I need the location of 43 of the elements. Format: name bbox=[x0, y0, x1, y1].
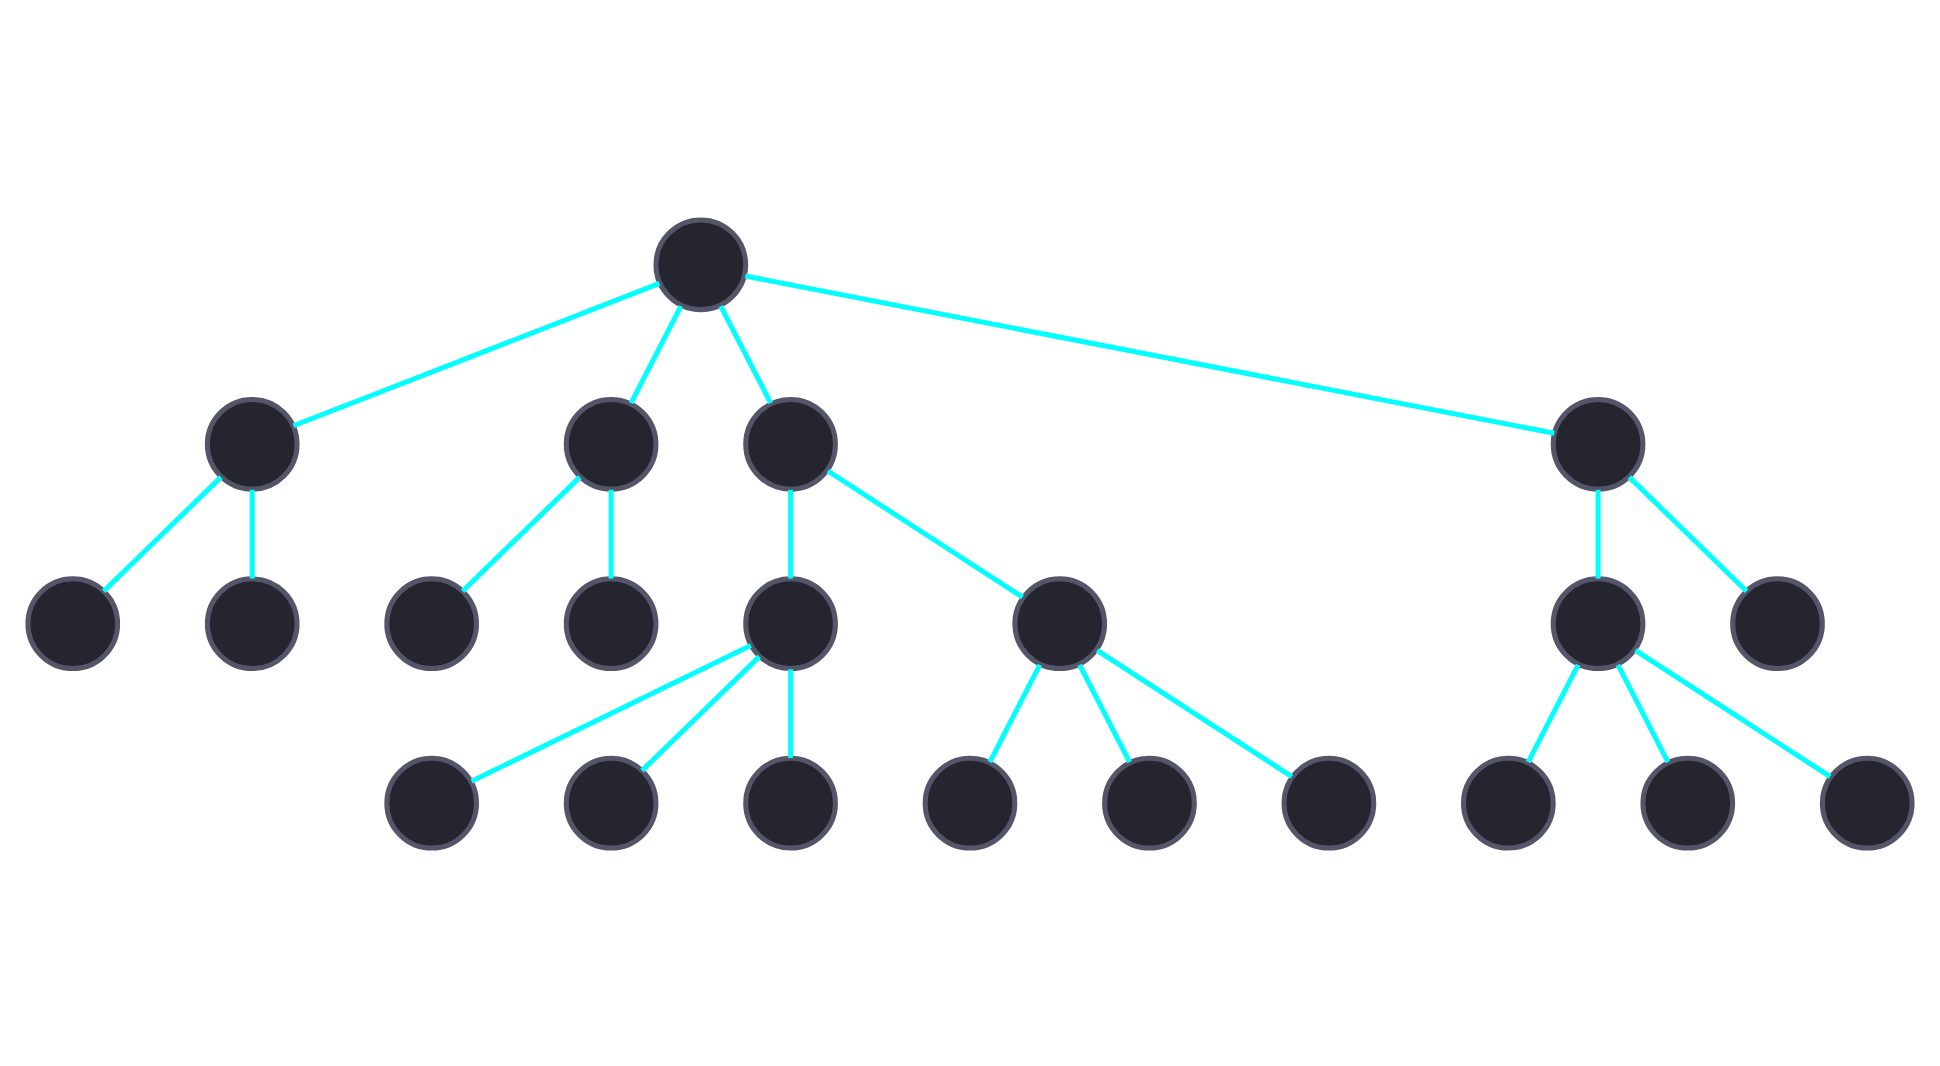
connector bbox=[470, 642, 752, 783]
connector bbox=[744, 272, 1555, 435]
node-circle bbox=[204, 395, 300, 491]
connector bbox=[788, 488, 794, 578]
node-circle bbox=[743, 754, 838, 850]
connector bbox=[101, 474, 223, 592]
connector bbox=[788, 668, 794, 758]
node-circle bbox=[1281, 754, 1377, 850]
connector bbox=[1077, 662, 1132, 763]
connector bbox=[1615, 662, 1671, 763]
node-circle bbox=[1102, 754, 1197, 850]
connector bbox=[640, 653, 762, 772]
connector bbox=[987, 662, 1043, 763]
connector bbox=[718, 303, 773, 404]
node-circle bbox=[743, 395, 838, 491]
node-circle bbox=[204, 575, 300, 671]
node-circle bbox=[25, 575, 121, 671]
node-circle bbox=[1550, 395, 1646, 491]
node-circle bbox=[653, 216, 749, 312]
connector bbox=[608, 488, 614, 578]
node-circle bbox=[1640, 754, 1736, 850]
connector bbox=[826, 467, 1024, 599]
node-circle bbox=[563, 575, 659, 671]
node-circle bbox=[1819, 754, 1915, 850]
node-circle bbox=[563, 395, 659, 491]
connector bbox=[292, 280, 661, 428]
connector bbox=[1095, 647, 1294, 778]
node-circle bbox=[1012, 575, 1108, 671]
node-circle bbox=[743, 575, 838, 671]
connector bbox=[628, 303, 684, 404]
node-circle bbox=[1550, 575, 1646, 671]
connector bbox=[1526, 662, 1581, 763]
node-circle bbox=[1461, 754, 1556, 850]
connector bbox=[1627, 474, 1749, 592]
node-circle bbox=[1730, 575, 1825, 671]
node-circle bbox=[563, 754, 659, 850]
connector bbox=[1595, 488, 1601, 578]
node-circle bbox=[922, 754, 1018, 850]
connector bbox=[249, 488, 255, 578]
node-circle bbox=[384, 575, 479, 671]
connector bbox=[1634, 647, 1832, 778]
connector bbox=[460, 474, 582, 592]
node-circle bbox=[384, 754, 479, 850]
